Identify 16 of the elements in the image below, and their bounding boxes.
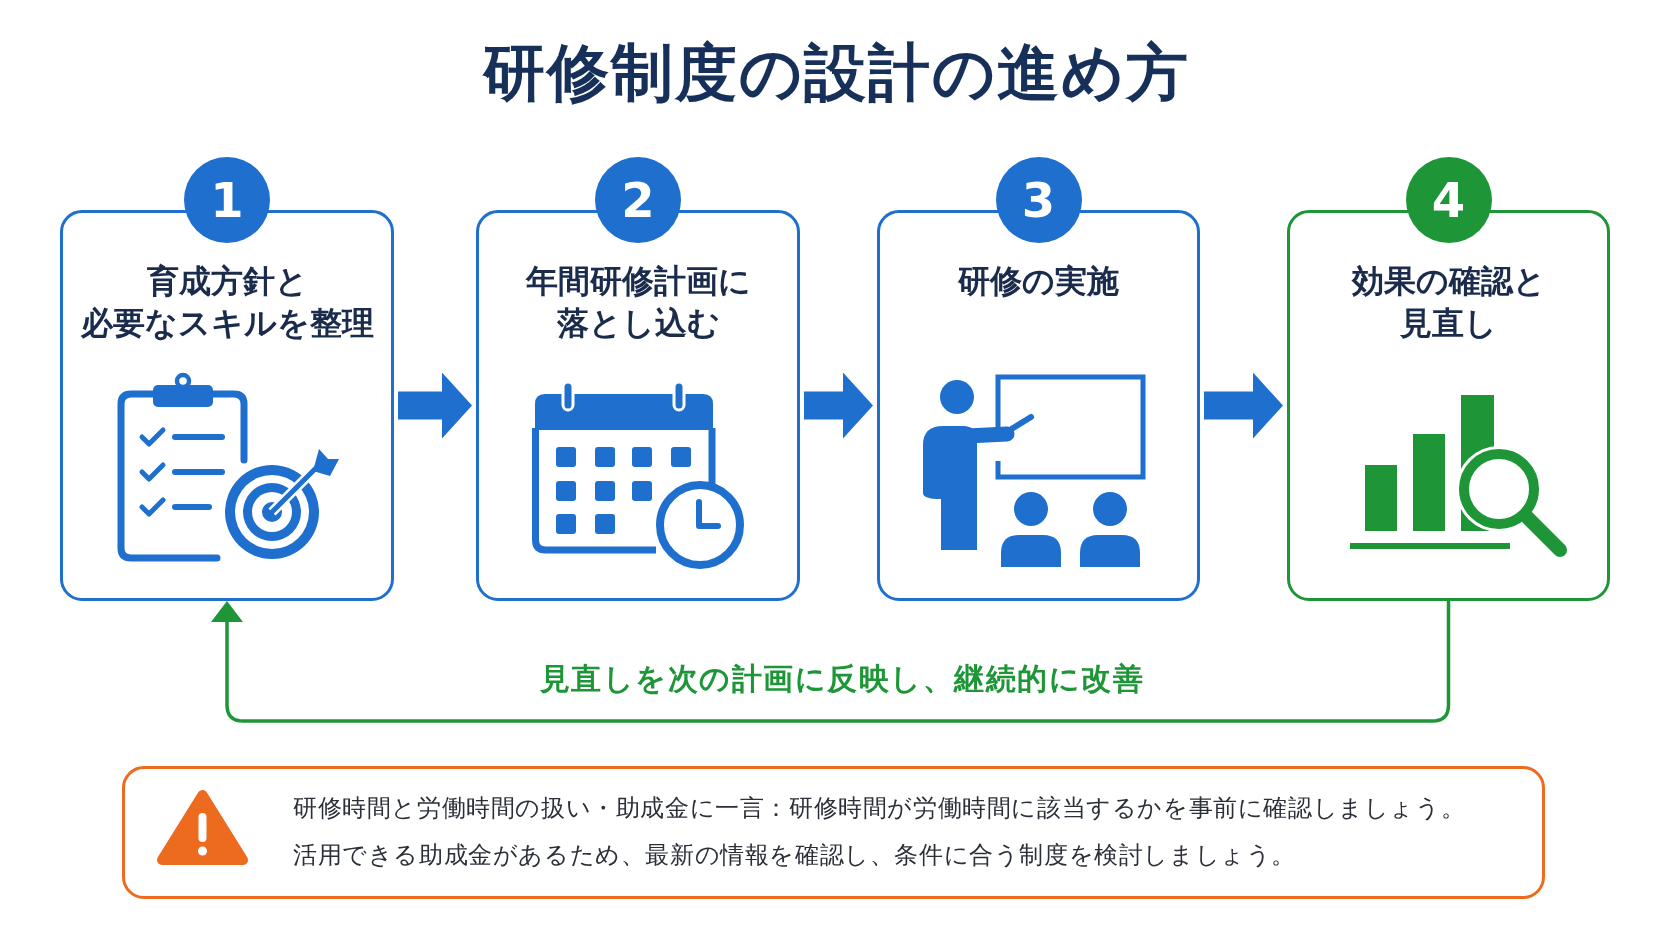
step-title: 育成方針と必要なスキルを整理: [79, 260, 375, 344]
step-number-badge: 3: [995, 157, 1082, 243]
note-text: 活用できる助成金があるため、最新の情報を確認し、条件に合う制度を検討しましょう。: [293, 840, 1296, 870]
step-title: 効果の確認と見直し: [1350, 260, 1547, 344]
step-number-badge: 1: [184, 157, 270, 243]
step-number-badge: 4: [1405, 157, 1492, 243]
note-text: 研修時間と労働時間の扱い・助成金に一言：研修時間が労働時間に該当するかを事前に確認しましょう。: [293, 793, 1466, 823]
diagram-title: 研修制度の設計の進め方: [482, 35, 1190, 111]
loop-arrow: [211, 601, 1451, 723]
step-title: 年間研修計画に落とし込む: [524, 260, 752, 344]
block-arrow: [804, 372, 873, 439]
note-panel: [122, 766, 1545, 899]
block-arrow: [1204, 372, 1283, 439]
step-number-badge: 2: [595, 157, 681, 243]
block-arrow: [398, 372, 472, 439]
step-title: 研修の実施: [957, 260, 1120, 302]
